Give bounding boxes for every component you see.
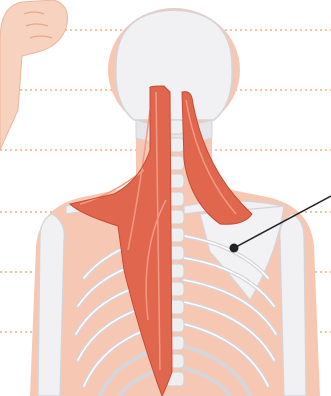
pointer-dot xyxy=(230,244,239,253)
raised-hand xyxy=(0,0,68,150)
